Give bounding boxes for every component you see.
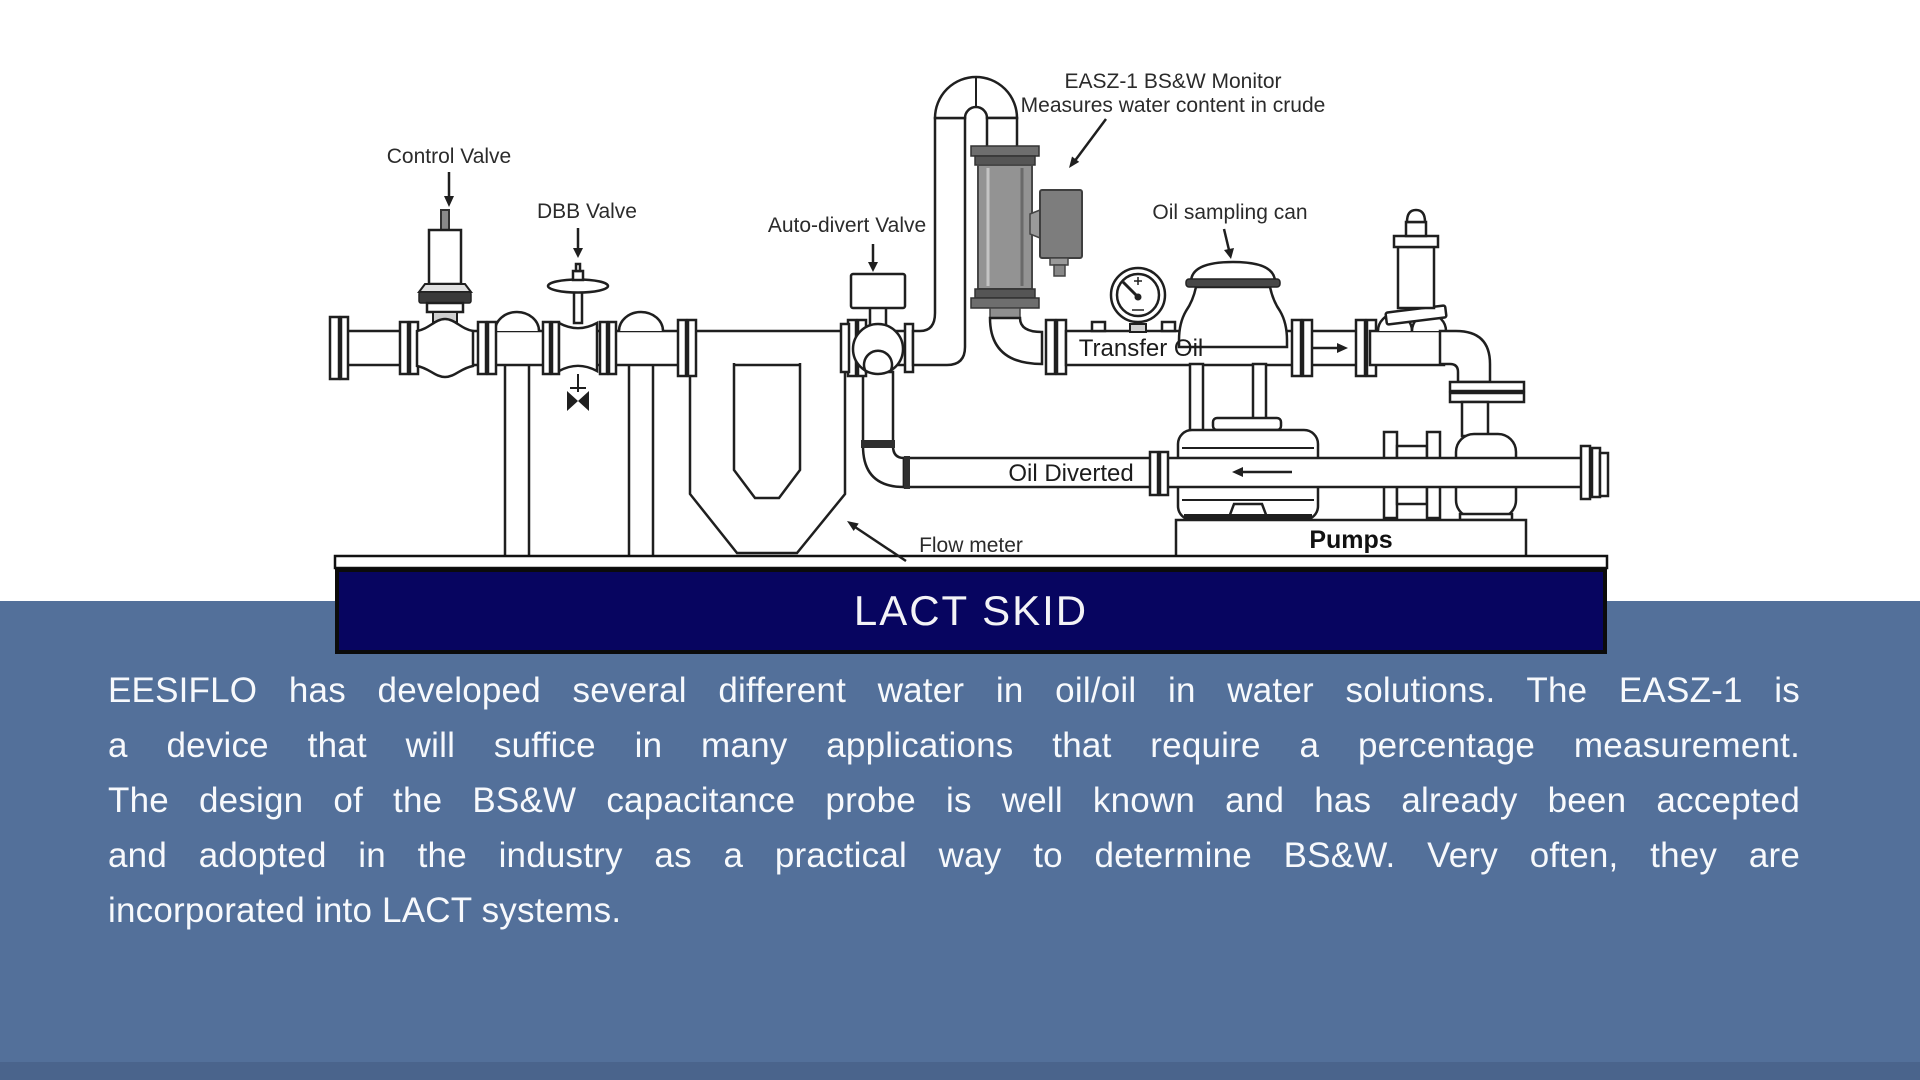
flow-meter-arrow <box>847 521 907 563</box>
riser-loop <box>911 75 1019 367</box>
paragraph-line: EESIFLO has developed several different … <box>108 671 1800 710</box>
easz-monitor-arrow <box>1069 118 1108 168</box>
paragraph-line: a device that will suffice in many appli… <box>108 726 1800 765</box>
easz-transmitter <box>1029 189 1083 277</box>
pumps-base <box>1174 518 1528 560</box>
oil-sampling-can-label: Oil sampling can <box>1152 201 1307 224</box>
description-paragraph: EESIFLO has developed several different … <box>108 663 1800 938</box>
lact-skid-diagram: LACT SKID Control Valve DBB Valve Auto-d… <box>328 70 1610 654</box>
easz-monitor-label-line1: EASZ-1 BS&W Monitor <box>1064 70 1281 93</box>
auto-divert-valve <box>839 272 915 376</box>
easz-monitor <box>970 145 1083 366</box>
lact-skid-banner: LACT SKID <box>335 568 1607 654</box>
paragraph-line: and adopted in the industry as a practic… <box>108 836 1800 875</box>
banner-title: LACT SKID <box>854 587 1088 634</box>
easz-monitor-label-line2: Measures water content in crude <box>1021 94 1326 117</box>
auto-divert-valve-arrow <box>868 244 878 272</box>
flow-right-arrow <box>1312 343 1348 353</box>
pressure-gauge <box>1109 266 1167 333</box>
oil-sampling-can-arrow <box>1222 228 1234 259</box>
pumps-label: Pumps <box>1309 526 1392 554</box>
right-valve-assembly <box>1368 208 1526 438</box>
transfer-oil-label: Transfer Oil <box>1079 335 1203 362</box>
paragraph-line: incorporated into LACT systems. <box>108 891 622 930</box>
skid-deck <box>333 554 1609 570</box>
oil-diverted-drop <box>861 370 906 489</box>
flow-meter-label: Flow meter <box>919 534 1023 557</box>
bleed-valve <box>567 374 589 411</box>
control-valve-arrow <box>444 172 454 207</box>
pipe-supports <box>503 362 655 559</box>
dbb-valve-arrow <box>573 228 583 258</box>
control-valve <box>398 209 498 379</box>
dbb-valve-label: DBB Valve <box>537 200 637 223</box>
dbb-valve <box>541 262 618 411</box>
oil-diverted-pipe <box>902 444 1610 501</box>
control-valve-label: Control Valve <box>387 145 512 168</box>
inlet-flange <box>328 315 350 381</box>
oil-diverted-label: Oil Diverted <box>1008 460 1133 487</box>
bottom-background <box>0 601 1920 1080</box>
footer-band <box>0 1062 1920 1080</box>
flow-meter <box>688 362 847 555</box>
flow-left-arrow <box>1232 467 1292 477</box>
oil-sampling-can <box>1177 260 1289 434</box>
auto-divert-valve-label: Auto-divert Valve <box>768 214 926 237</box>
paragraph-line: The design of the BS&W capacitance probe… <box>108 781 1800 820</box>
